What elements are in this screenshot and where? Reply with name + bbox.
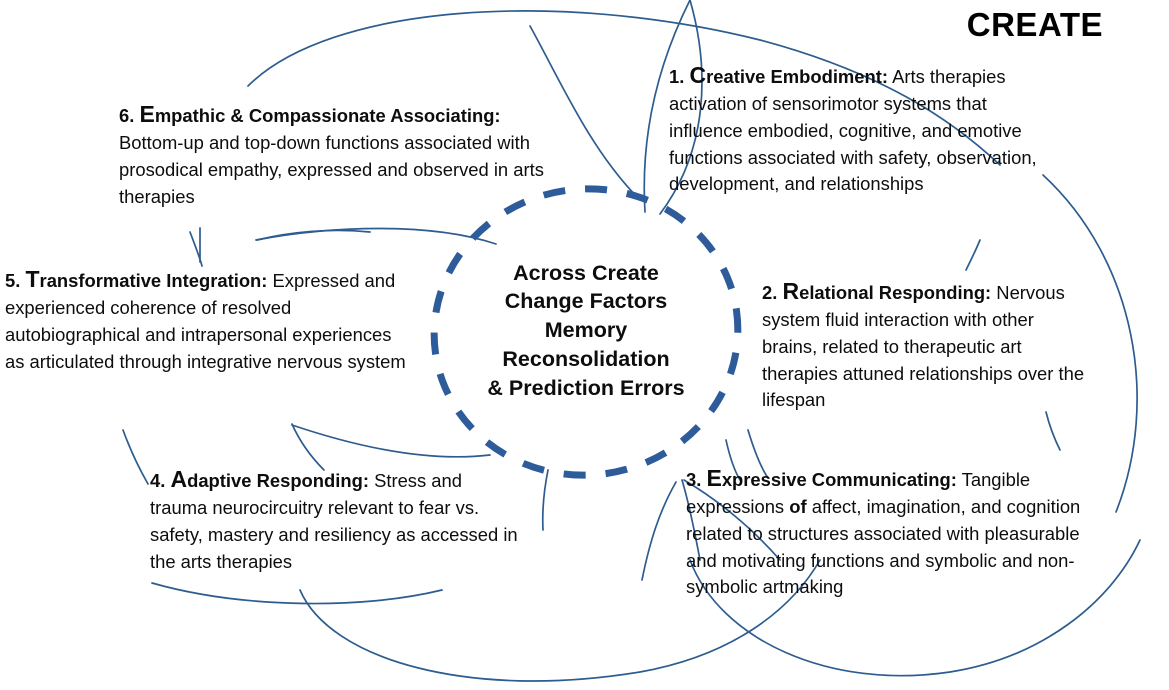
factor-2-term: elational Responding: <box>799 282 992 303</box>
factor-3-capital: E <box>706 465 722 491</box>
factor-5-number: 5. <box>5 270 21 291</box>
hub-line-4: Reconsolidation <box>502 346 670 371</box>
factor-1-term: reative Embodiment: <box>706 66 888 87</box>
hub-line-1: Across Create <box>513 260 659 285</box>
factor-expressive-communicating: 3. Expressive Communicating: Tangible ex… <box>686 467 1100 601</box>
arc-under-f4 <box>151 582 443 605</box>
center-hub: Across Create Change Factors Memory Reco… <box>455 248 717 413</box>
factor-6-term: mpathic & Compassionate Associating: <box>154 105 501 126</box>
factor-4-term: daptive Responding: <box>187 470 369 491</box>
tick-f5-right <box>291 423 325 471</box>
factor-5-capital: T <box>25 266 40 292</box>
factor-2-number: 2. <box>762 282 778 303</box>
arc-f3-fan-a <box>641 481 677 581</box>
hub-line-3: Memory <box>544 318 628 343</box>
arc-top-cross-left <box>529 25 641 201</box>
tick-f1-left <box>965 239 981 271</box>
factor-2-body: Nervous system fluid interaction with ot… <box>762 282 1085 411</box>
factor-3-number: 3. <box>686 469 702 490</box>
factor-1-number: 1. <box>669 66 685 87</box>
arc-f6-to-hub <box>255 227 497 245</box>
factor-3-term: xpressive Communicating: <box>721 469 957 490</box>
factor-4-body: Stress and trauma neurocircuitry relevan… <box>150 470 518 572</box>
factor-adaptive-responding: 4. Adaptive Responding: Stress and traum… <box>150 468 522 575</box>
tick-f5-left <box>122 429 149 485</box>
factor-4-number: 4. <box>150 470 166 491</box>
tick-f2-left <box>1045 411 1061 451</box>
tick-f6-right <box>256 229 371 241</box>
page-title: CREATE <box>966 6 1103 43</box>
hub-line-5: & Prediction Errors <box>487 375 685 400</box>
factor-relational-responding: 2. Relational Responding: Nervous system… <box>762 280 1092 414</box>
factor-1-capital: C <box>689 62 707 88</box>
factor-6-number: 6. <box>119 105 135 126</box>
factor-transformative-integration: 5. Transformative Integration: Expressed… <box>5 268 409 375</box>
factor-6-capital: E <box>139 101 155 127</box>
hub-line-2: Change Factors <box>504 289 668 314</box>
factor-creative-embodiment: 1. Creative Embodiment: Arts therapies a… <box>669 64 1041 198</box>
factor-empathic-compassionate-associating: 6. Empathic & Compassionate Associating:… <box>119 103 544 210</box>
factor-2-capital: R <box>782 278 800 304</box>
arc-f4-tick <box>541 469 549 531</box>
factor-6-body: Bottom-up and top-down functions associa… <box>119 131 544 207</box>
factor-3-body-emphasis: of <box>789 495 807 517</box>
factor-5-term: ransformative Integration: <box>39 270 268 291</box>
factor-4-capital: A <box>170 466 188 492</box>
arc-f5-to-hub <box>291 424 491 458</box>
arc-under-f6 <box>189 231 203 267</box>
factor-5-body: Expressed and experienced coherence of r… <box>5 270 406 372</box>
